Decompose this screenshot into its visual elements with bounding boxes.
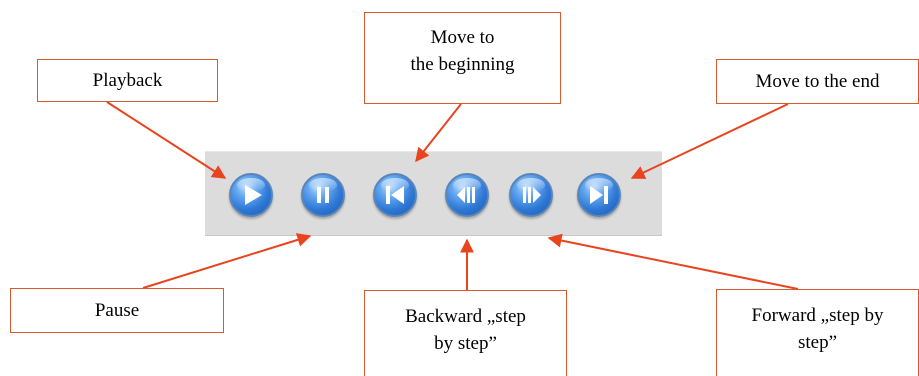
playback-label-text: Playback xyxy=(92,70,163,91)
pause-label: Pause xyxy=(10,288,224,333)
move-to-beginning-label: Move to the beginning xyxy=(364,12,561,104)
move-to-end-label: Move to the end xyxy=(716,59,919,104)
backward-step-label: Backward „step by step” xyxy=(364,290,567,376)
playback-label: Playback xyxy=(37,59,218,102)
skip-to-end-icon xyxy=(590,186,608,204)
step-forward-button[interactable] xyxy=(509,173,553,217)
forward-step-label-text: Forward „step by step” xyxy=(751,305,884,353)
move-to-beginning-button[interactable] xyxy=(373,173,417,217)
step-backward-icon xyxy=(457,187,475,203)
backward-step-label-text: Backward „step by step” xyxy=(405,306,526,354)
play-button[interactable] xyxy=(229,173,273,217)
pause-label-text: Pause xyxy=(94,300,140,321)
pause-icon xyxy=(317,187,329,203)
move-to-end-button[interactable] xyxy=(577,173,621,217)
step-backward-button[interactable] xyxy=(445,173,489,217)
skip-to-start-icon xyxy=(386,186,404,204)
forward-step-arrow xyxy=(547,233,799,290)
pause-button[interactable] xyxy=(301,173,345,217)
move-to-end-label-text: Move to the end xyxy=(755,71,880,92)
step-forward-icon xyxy=(523,187,541,203)
forward-step-label: Forward „step by step” xyxy=(716,289,919,376)
move-to-beginning-label-text: Move to the beginning xyxy=(410,27,515,75)
pause-arrow xyxy=(142,233,312,289)
play-icon xyxy=(245,185,262,205)
